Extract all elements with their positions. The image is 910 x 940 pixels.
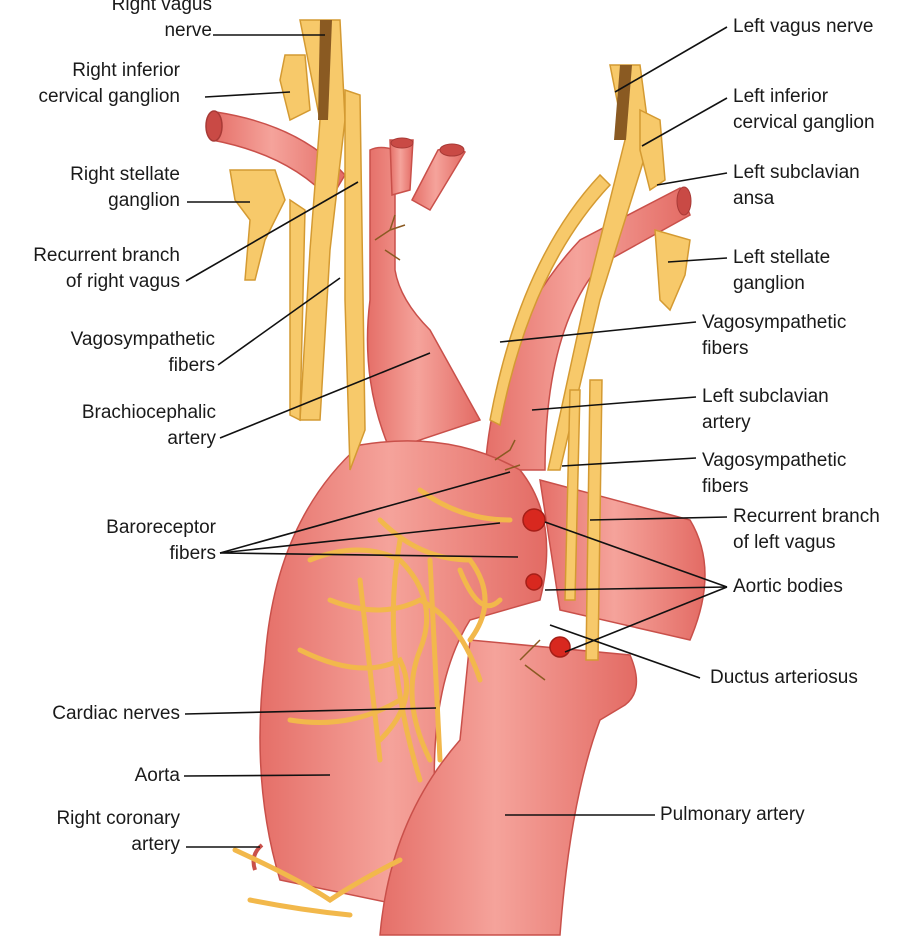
- label-cardiac-nerves: Cardiac nerves: [52, 703, 180, 724]
- right-subclavian-artery: [205, 110, 346, 202]
- cardiac-nerve-plexus: [232, 487, 513, 918]
- label-left-stellate-ganglion: Left stellate ganglion: [733, 247, 831, 294]
- label-left-subclavian-ansa: Left subclavian ansa: [733, 162, 860, 209]
- right-coronary-artery-shape: [251, 843, 264, 871]
- label-left-subclavian-artery: Left subclavian artery: [702, 386, 829, 433]
- label-vagosympathetic-fibers-upper: Vagosympathetic fibers: [702, 312, 847, 359]
- leader-lines: [183, 26, 728, 848]
- label-recurrent-branch-right-vagus: Recurrent branch of right vagus: [33, 245, 180, 292]
- label-vagosympathetic-fibers-lower: Vagosympathetic fibers: [702, 450, 847, 497]
- label-recurrent-branch-left-vagus: Recurrent branch of left vagus: [733, 506, 880, 553]
- label-brachiocephalic-artery: Brachiocephalic artery: [81, 402, 216, 449]
- label-right-inferior-cervical-ganglion: Right inferior cervical ganglion: [38, 60, 180, 107]
- baroreceptor-twigs: [374, 214, 546, 681]
- pulmonary-artery-shape: [379, 639, 638, 936]
- label-left-vagus-nerve: Left vagus nerve: [733, 16, 874, 37]
- right-nerve-bundle: [229, 19, 366, 471]
- label-pulmonary-artery: Pulmonary artery: [660, 804, 805, 825]
- label-ductus-arteriosus: Ductus arteriosus: [710, 667, 858, 688]
- label-baroreceptor-fibers: Baroreceptor fibers: [106, 517, 216, 564]
- brachiocephalic-artery-shape: [366, 137, 482, 451]
- label-aortic-bodies: Aortic bodies: [733, 576, 843, 597]
- label-right-vagus-nerve: Right vagus nerve: [111, 0, 212, 41]
- descending-aorta-shape: [539, 478, 706, 641]
- label-left-inferior-cervical-ganglion: Left inferior cervical ganglion: [733, 86, 875, 133]
- label-right-stellate-ganglion: Right stellate ganglion: [70, 164, 180, 211]
- label-vagosympathetic-fibers-right: Vagosympathetic fibers: [70, 329, 215, 376]
- aortic-bodies-shapes: [522, 508, 571, 658]
- label-aorta: Aorta: [134, 765, 180, 786]
- label-right-coronary-artery: Right coronary artery: [56, 808, 180, 855]
